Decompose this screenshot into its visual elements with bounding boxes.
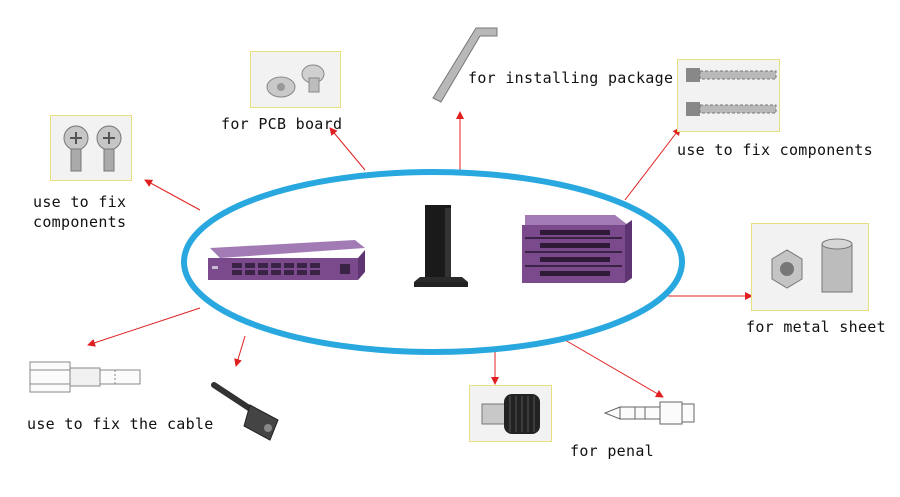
label-fix-components-left-line2: components — [33, 213, 127, 231]
arrows — [87, 111, 753, 398]
label-fix-components-left-line1: use to fix — [33, 193, 127, 211]
arrow-cable — [87, 307, 201, 347]
label-penal: for penal — [570, 442, 654, 460]
knurled-knob-photo — [469, 385, 552, 442]
arrow-fix-components-left — [144, 179, 201, 211]
arrow-penal — [564, 339, 664, 398]
label-fix-cable: use to fix the cable — [27, 415, 214, 433]
label-pcb-board: for PCB board — [221, 115, 343, 133]
standoff-drawing — [29, 361, 141, 393]
chassis-switch-device — [522, 215, 632, 283]
press-nut-photo — [751, 223, 869, 311]
combination-screw-photo — [50, 115, 132, 181]
hex-key-icon — [432, 27, 498, 103]
thumb-screw-drawing — [603, 401, 695, 425]
label-fix-components-top: use to fix components — [677, 141, 873, 159]
tower-router-device — [414, 205, 468, 287]
self-tapping-screw-photo — [677, 59, 780, 132]
arrow-fix-components-top — [624, 127, 681, 201]
label-installing-package: for installing package — [468, 69, 674, 87]
arrow-cable-tie — [234, 335, 246, 367]
label-metal-sheet: for metal sheet — [746, 318, 886, 336]
rack-switch-device — [208, 240, 365, 280]
arrow-pcb — [329, 127, 366, 171]
cable-tie-mount-icon — [211, 382, 279, 441]
pcb-screw-photo — [250, 51, 341, 108]
device-ellipse — [181, 169, 685, 355]
